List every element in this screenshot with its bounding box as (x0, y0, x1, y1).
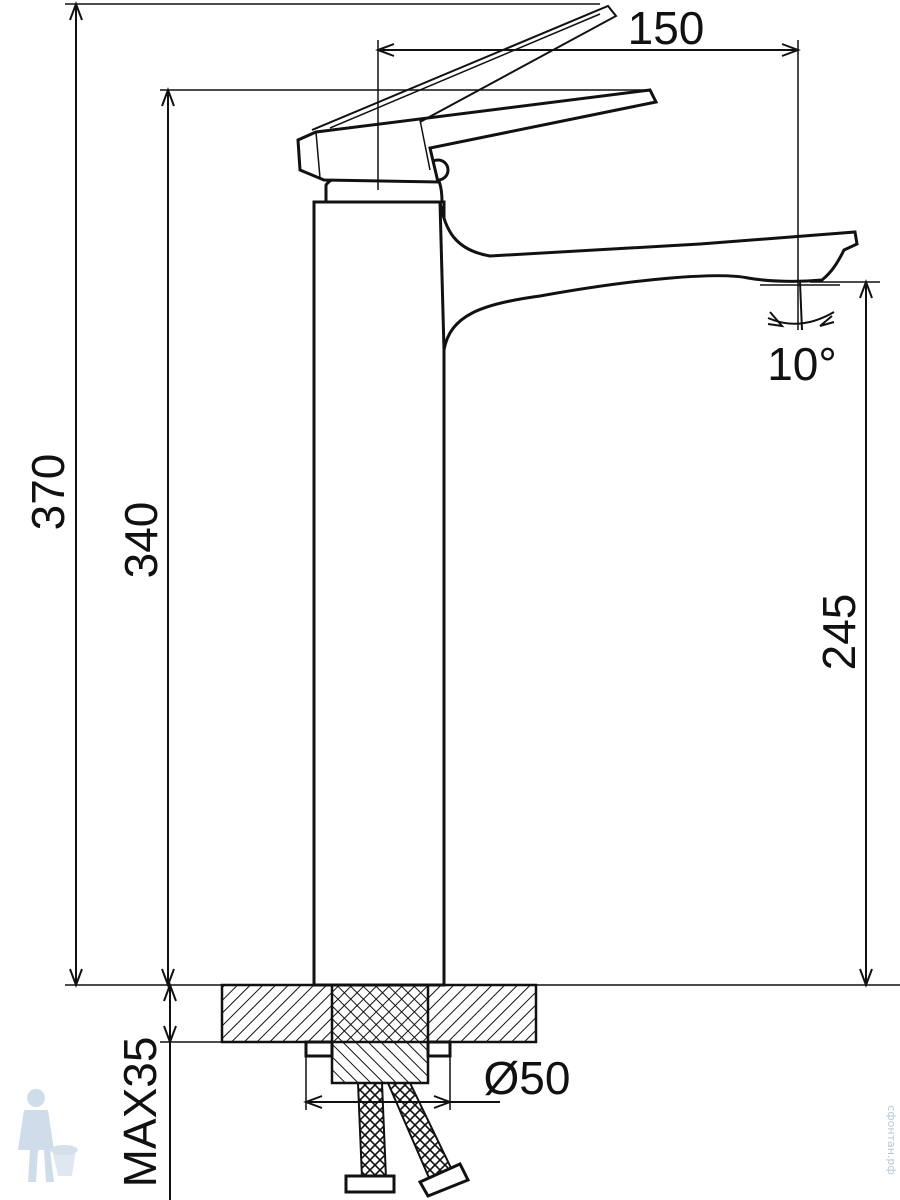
faucet-body (312, 158, 859, 987)
label-spout-angle: 10° (767, 338, 837, 390)
lever-handle-open (311, 4, 618, 131)
hose-left (356, 1082, 388, 1179)
supply-hoses (344, 1082, 471, 1198)
label-spout-reach: 150 (628, 2, 705, 54)
hose-right (386, 1082, 454, 1182)
plumber-mascot-icon (18, 1089, 78, 1182)
dimension-lines (65, 1, 900, 1200)
dim-arc-spout-angle (767, 311, 835, 325)
mounting-stud-section (330, 983, 430, 1085)
watermark-text: сфонтан.рф (885, 1105, 898, 1175)
lever-handle-closed (296, 88, 659, 184)
label-total-height: 370 (22, 454, 74, 531)
nut-right (426, 1040, 452, 1058)
faucet-spout (438, 201, 859, 351)
hose-left-fitting (344, 1174, 396, 1194)
nut-left (304, 1040, 334, 1058)
label-diameter: Ø50 (484, 1052, 571, 1104)
label-max-thickness: MAX35 (114, 1037, 166, 1188)
lever-open (311, 4, 618, 131)
hose-right-fitting (417, 1162, 471, 1198)
label-lever-height: 340 (115, 502, 167, 579)
faucet-column (312, 200, 446, 987)
label-spout-height: 245 (813, 594, 865, 671)
lever-closed (296, 88, 659, 184)
